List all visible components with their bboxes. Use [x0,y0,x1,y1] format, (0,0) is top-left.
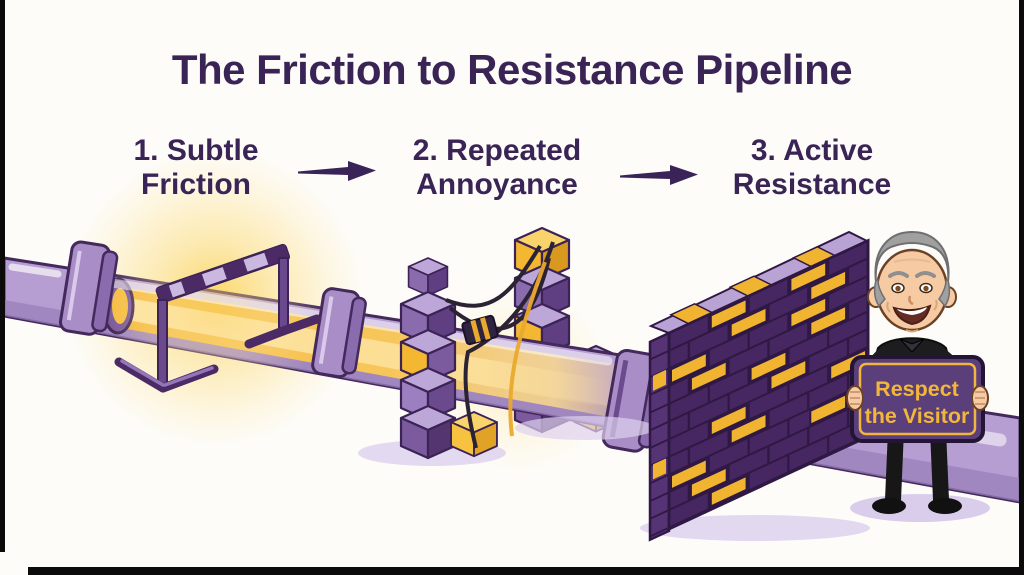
face [867,230,957,333]
frame-bar-bottom [28,567,1024,575]
step-3-line-2: Resistance [732,167,892,201]
pipe-coupling-2 [311,287,367,379]
arrow-icon [618,156,702,194]
teeth [897,307,927,315]
frame-bar-right [1019,0,1024,575]
step-label-1: 1. Subtle Friction [56,134,336,201]
sign: Respect the Visitor [850,355,985,443]
step-label-3: 3. Active Resistance [672,134,952,201]
step-2-line-2: Annoyance [416,167,578,201]
step-2-line-1: 2. Repeated [412,134,582,167]
frame-bar-left [0,0,5,552]
sign-text-line2: the Visitor [865,404,970,428]
shoe [928,498,962,514]
step-1-line-2: Friction [141,167,251,201]
pipe-coupling-1 [58,240,119,336]
arrow-icon [296,152,380,190]
brick-wall [648,230,870,542]
step-3-line-1: 3. Active [750,134,874,167]
wire-connector [461,314,499,346]
hurdle [114,243,322,393]
nose [908,295,914,306]
step-1-line-1: 1. Subtle [133,134,259,167]
mascot-person: Respect the Visitor [846,230,990,522]
person-shadow [850,494,990,522]
wall-shadow [640,515,870,541]
sign-text-line1: Respect [875,377,959,401]
step-label-2: 2. Repeated Annoyance [357,134,637,201]
shoe [872,498,906,514]
eyebrow [888,271,909,278]
eyebrow [915,271,936,278]
wires [445,241,555,449]
collar [899,338,925,353]
hair [874,230,950,283]
page-title: The Friction to Resistance Pipeline [171,46,853,93]
tower-shadow-right [515,416,655,440]
